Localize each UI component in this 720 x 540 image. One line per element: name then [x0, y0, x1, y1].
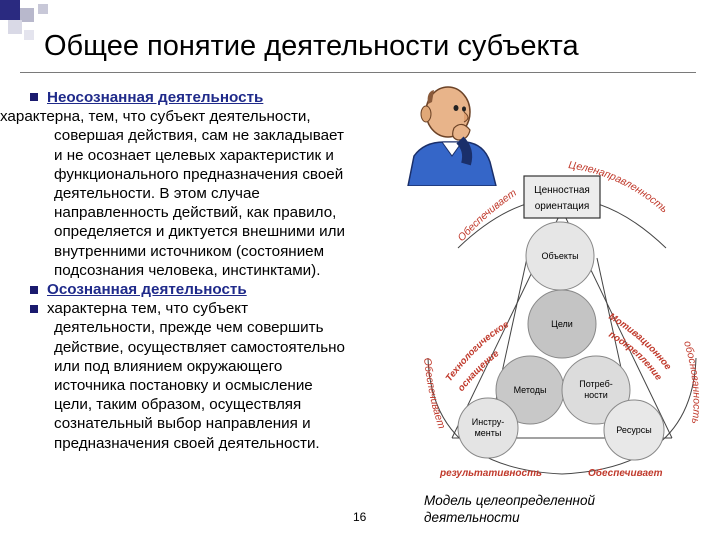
- eye-shape: [462, 106, 466, 112]
- bullet-2: Осознанная деятельность: [0, 280, 412, 299]
- value-orientation-label: Ценностная: [534, 185, 590, 196]
- bullet-text-line: сознательный выбор направления и: [54, 415, 311, 433]
- bullet-heading: Осознанная деятельность: [47, 281, 247, 299]
- arc-label-provides-bottom: Обеспечивает: [588, 467, 663, 479]
- arc-label-provides-top: Обеспечивает: [455, 187, 519, 244]
- ear-shape: [420, 105, 432, 123]
- arc-label-provides-left: Обеспечивает: [421, 357, 448, 430]
- bullet-text-line: источника постановку и осмысление: [54, 377, 313, 395]
- bullet-text-line: или под влиянием окружающего: [54, 357, 283, 375]
- bullet-3: характерна тем, что субъект: [0, 299, 412, 318]
- bullet-square-icon: [30, 93, 38, 102]
- corner-square-small: [38, 4, 48, 14]
- slide-body: Неосознанная деятельность характерна, те…: [0, 88, 412, 453]
- corner-square-faint: [24, 30, 34, 40]
- node-methods-label: Методы: [514, 385, 547, 395]
- node-goals: [527, 289, 597, 359]
- bullet-square-icon: [30, 285, 38, 294]
- eye-shape: [453, 105, 459, 111]
- arm-shape: [456, 136, 473, 166]
- node-resources: [603, 399, 665, 461]
- node-goals-label: Цели: [551, 319, 573, 329]
- corner-square-light: [8, 20, 22, 34]
- caption-line: деятельности: [424, 510, 520, 525]
- bullet-text-line: предназначения своей деятельности.: [54, 434, 320, 452]
- slide-title: Общее понятие деятельности субъекта: [44, 30, 579, 62]
- bullet-text-line: внутренними источником (состоянием: [54, 242, 325, 260]
- caption-line: Модель целеопределенной: [424, 493, 595, 508]
- activity-model-diagram: Ценностная ориентация Объекты Цели Метод…: [421, 159, 703, 479]
- node-needs-label: Потреб-: [579, 379, 612, 389]
- hand-shape: [452, 123, 471, 141]
- thinking-man-illustration: [407, 86, 497, 186]
- hair-shape: [427, 90, 434, 104]
- node-tools-label: менты: [475, 428, 502, 438]
- bullet-text-line: совершая действия, сам не закладывает: [54, 127, 344, 145]
- node-tools: [457, 397, 519, 459]
- bullet-text-line: направленность действий, как правило,: [54, 204, 337, 222]
- title-divider: [20, 72, 696, 73]
- bullet-square-icon: [30, 304, 38, 313]
- node-needs: [561, 355, 631, 425]
- bullet-text-line: и не осознает целевых характеристик и: [54, 146, 334, 164]
- node-tools-label: Инстру-: [472, 417, 504, 427]
- node-objects-label: Объекты: [541, 251, 578, 261]
- node-resources-label: Ресурсы: [616, 425, 652, 435]
- bullet-text-line: действие, осуществляет самостоятельно: [54, 338, 345, 356]
- node-needs-label: ности: [584, 390, 608, 400]
- corner-square-dark: [0, 0, 20, 20]
- corner-square-gray: [20, 8, 34, 22]
- value-orientation-box: [523, 175, 601, 219]
- arc-label-validity: обоснованность: [681, 340, 702, 425]
- page-number: 16: [353, 510, 367, 524]
- bullet-text-line: цели, таким образом, осуществляя: [54, 396, 302, 414]
- bullet-text-line: деятельности. В этом случае: [54, 185, 260, 203]
- diagram-caption: Модель целеопределенной деятельности: [424, 492, 595, 526]
- arc-label-result: результативность: [439, 468, 542, 479]
- bullet-text-line: деятельности, прежде чем совершить: [54, 319, 324, 337]
- collar-shape: [441, 141, 463, 157]
- bullet-1: Неосознанная деятельность: [0, 88, 412, 107]
- bullet-text-line: характерна, тем, что субъект деятельност…: [0, 108, 311, 126]
- bullet-text-line: определяется и диктуется внешними или: [54, 223, 345, 241]
- bullet-text-line: характерна тем, что субъект: [47, 300, 249, 318]
- bullet-text-line: подсознания человека, инстинктами).: [54, 261, 321, 279]
- value-orientation-label: ориентация: [535, 201, 590, 212]
- bullet-heading: Неосознанная деятельность: [47, 89, 264, 106]
- nose-shape: [463, 111, 469, 123]
- bullet-text-line: функционального предназначения своей: [54, 165, 344, 183]
